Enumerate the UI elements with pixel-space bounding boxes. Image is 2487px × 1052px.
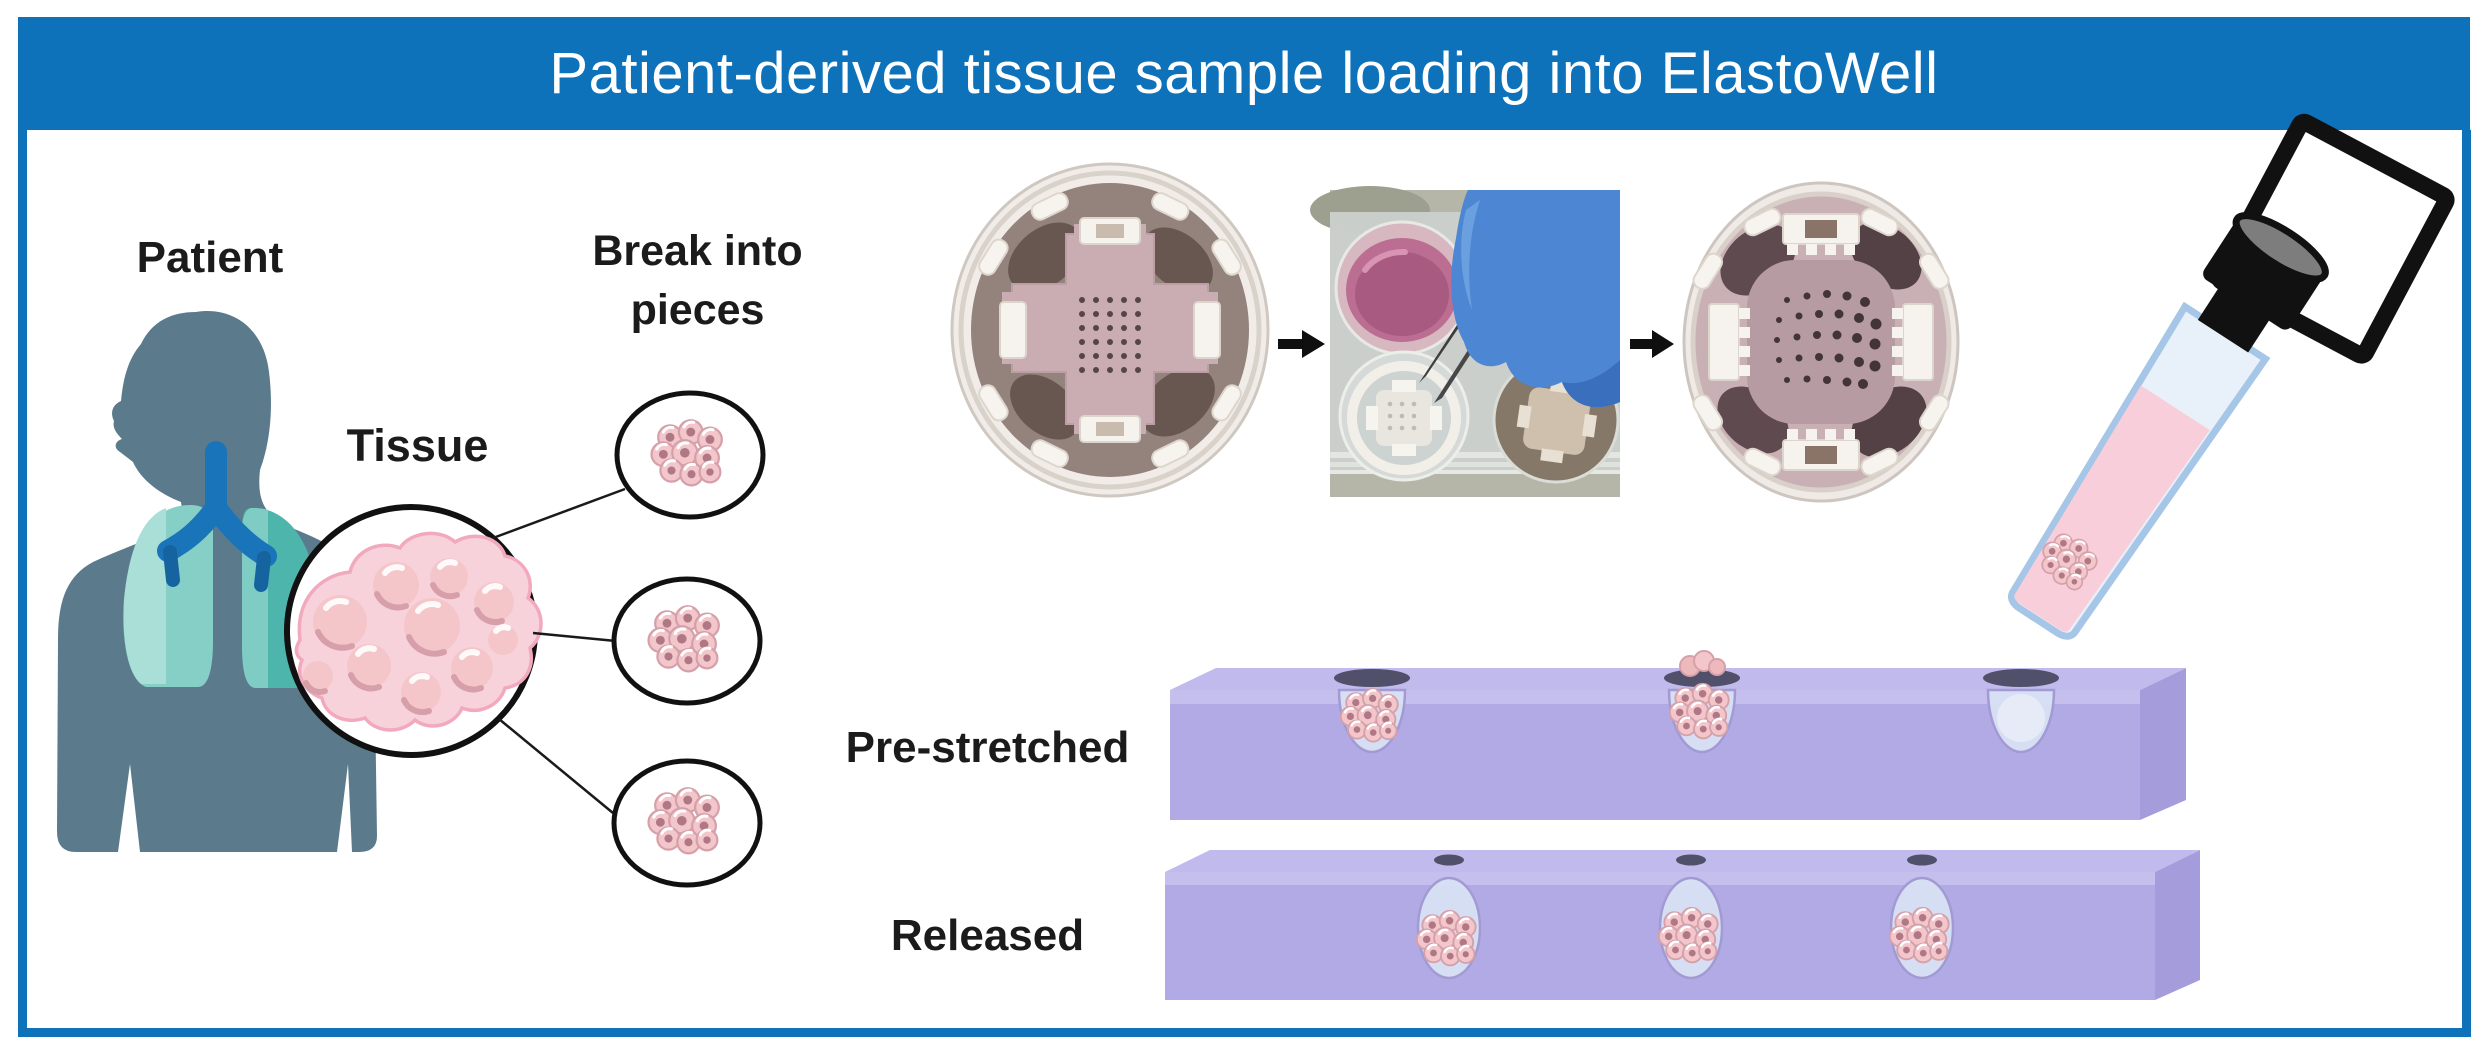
figure-border-bottom (18, 1028, 2471, 1037)
connector-line (532, 631, 617, 643)
rim-tabs (978, 192, 1242, 468)
connector-line (498, 718, 614, 814)
tissue-piece-circle-1 (614, 390, 766, 520)
patient-silhouette (57, 311, 377, 852)
membrane-hole-grid (1774, 290, 1882, 389)
tissue-piece-circle-2 (611, 576, 763, 706)
tissue-illustration (294, 531, 543, 732)
block-hole (1676, 854, 1706, 866)
arrow-right-icon (1278, 330, 1325, 358)
membrane-hole-grid (1079, 297, 1141, 373)
pre-stretched-label: Pre-stretched (845, 723, 1130, 772)
block-hole (1907, 854, 1937, 866)
photo-elastowell-loaded (1682, 181, 1960, 503)
lungs-icon (123, 441, 321, 688)
arrow-right-icon (1630, 330, 1674, 358)
title-banner: Patient-derived tissue sample loading in… (18, 17, 2470, 130)
block-hole (1983, 669, 2059, 687)
photo-elastowell-device (950, 162, 1270, 498)
page-title: Patient-derived tissue sample loading in… (549, 41, 1939, 106)
prestretched-block (1170, 650, 2186, 820)
rim-tabs (1692, 207, 1950, 477)
figure-border-right (2462, 130, 2471, 1037)
figure-border-left (18, 130, 27, 1037)
released-label: Released (890, 911, 1085, 960)
tissue-circle (284, 504, 543, 758)
connector-line (492, 487, 626, 540)
tissue-piece-circle-3 (611, 758, 763, 888)
photo-well-plate-tweezers (1310, 186, 1620, 497)
retainer-clips (1708, 213, 1934, 471)
patient-label: Patient (136, 233, 284, 282)
break-into-pieces-label: Break into pieces (592, 227, 803, 335)
sample-tube-illustration (2007, 113, 2455, 640)
released-block (1165, 850, 2200, 1000)
tissue-label: Tissue (346, 420, 489, 471)
glove-icon (1451, 190, 1620, 408)
block-hole (1434, 854, 1464, 866)
block-hole (1334, 669, 1410, 687)
